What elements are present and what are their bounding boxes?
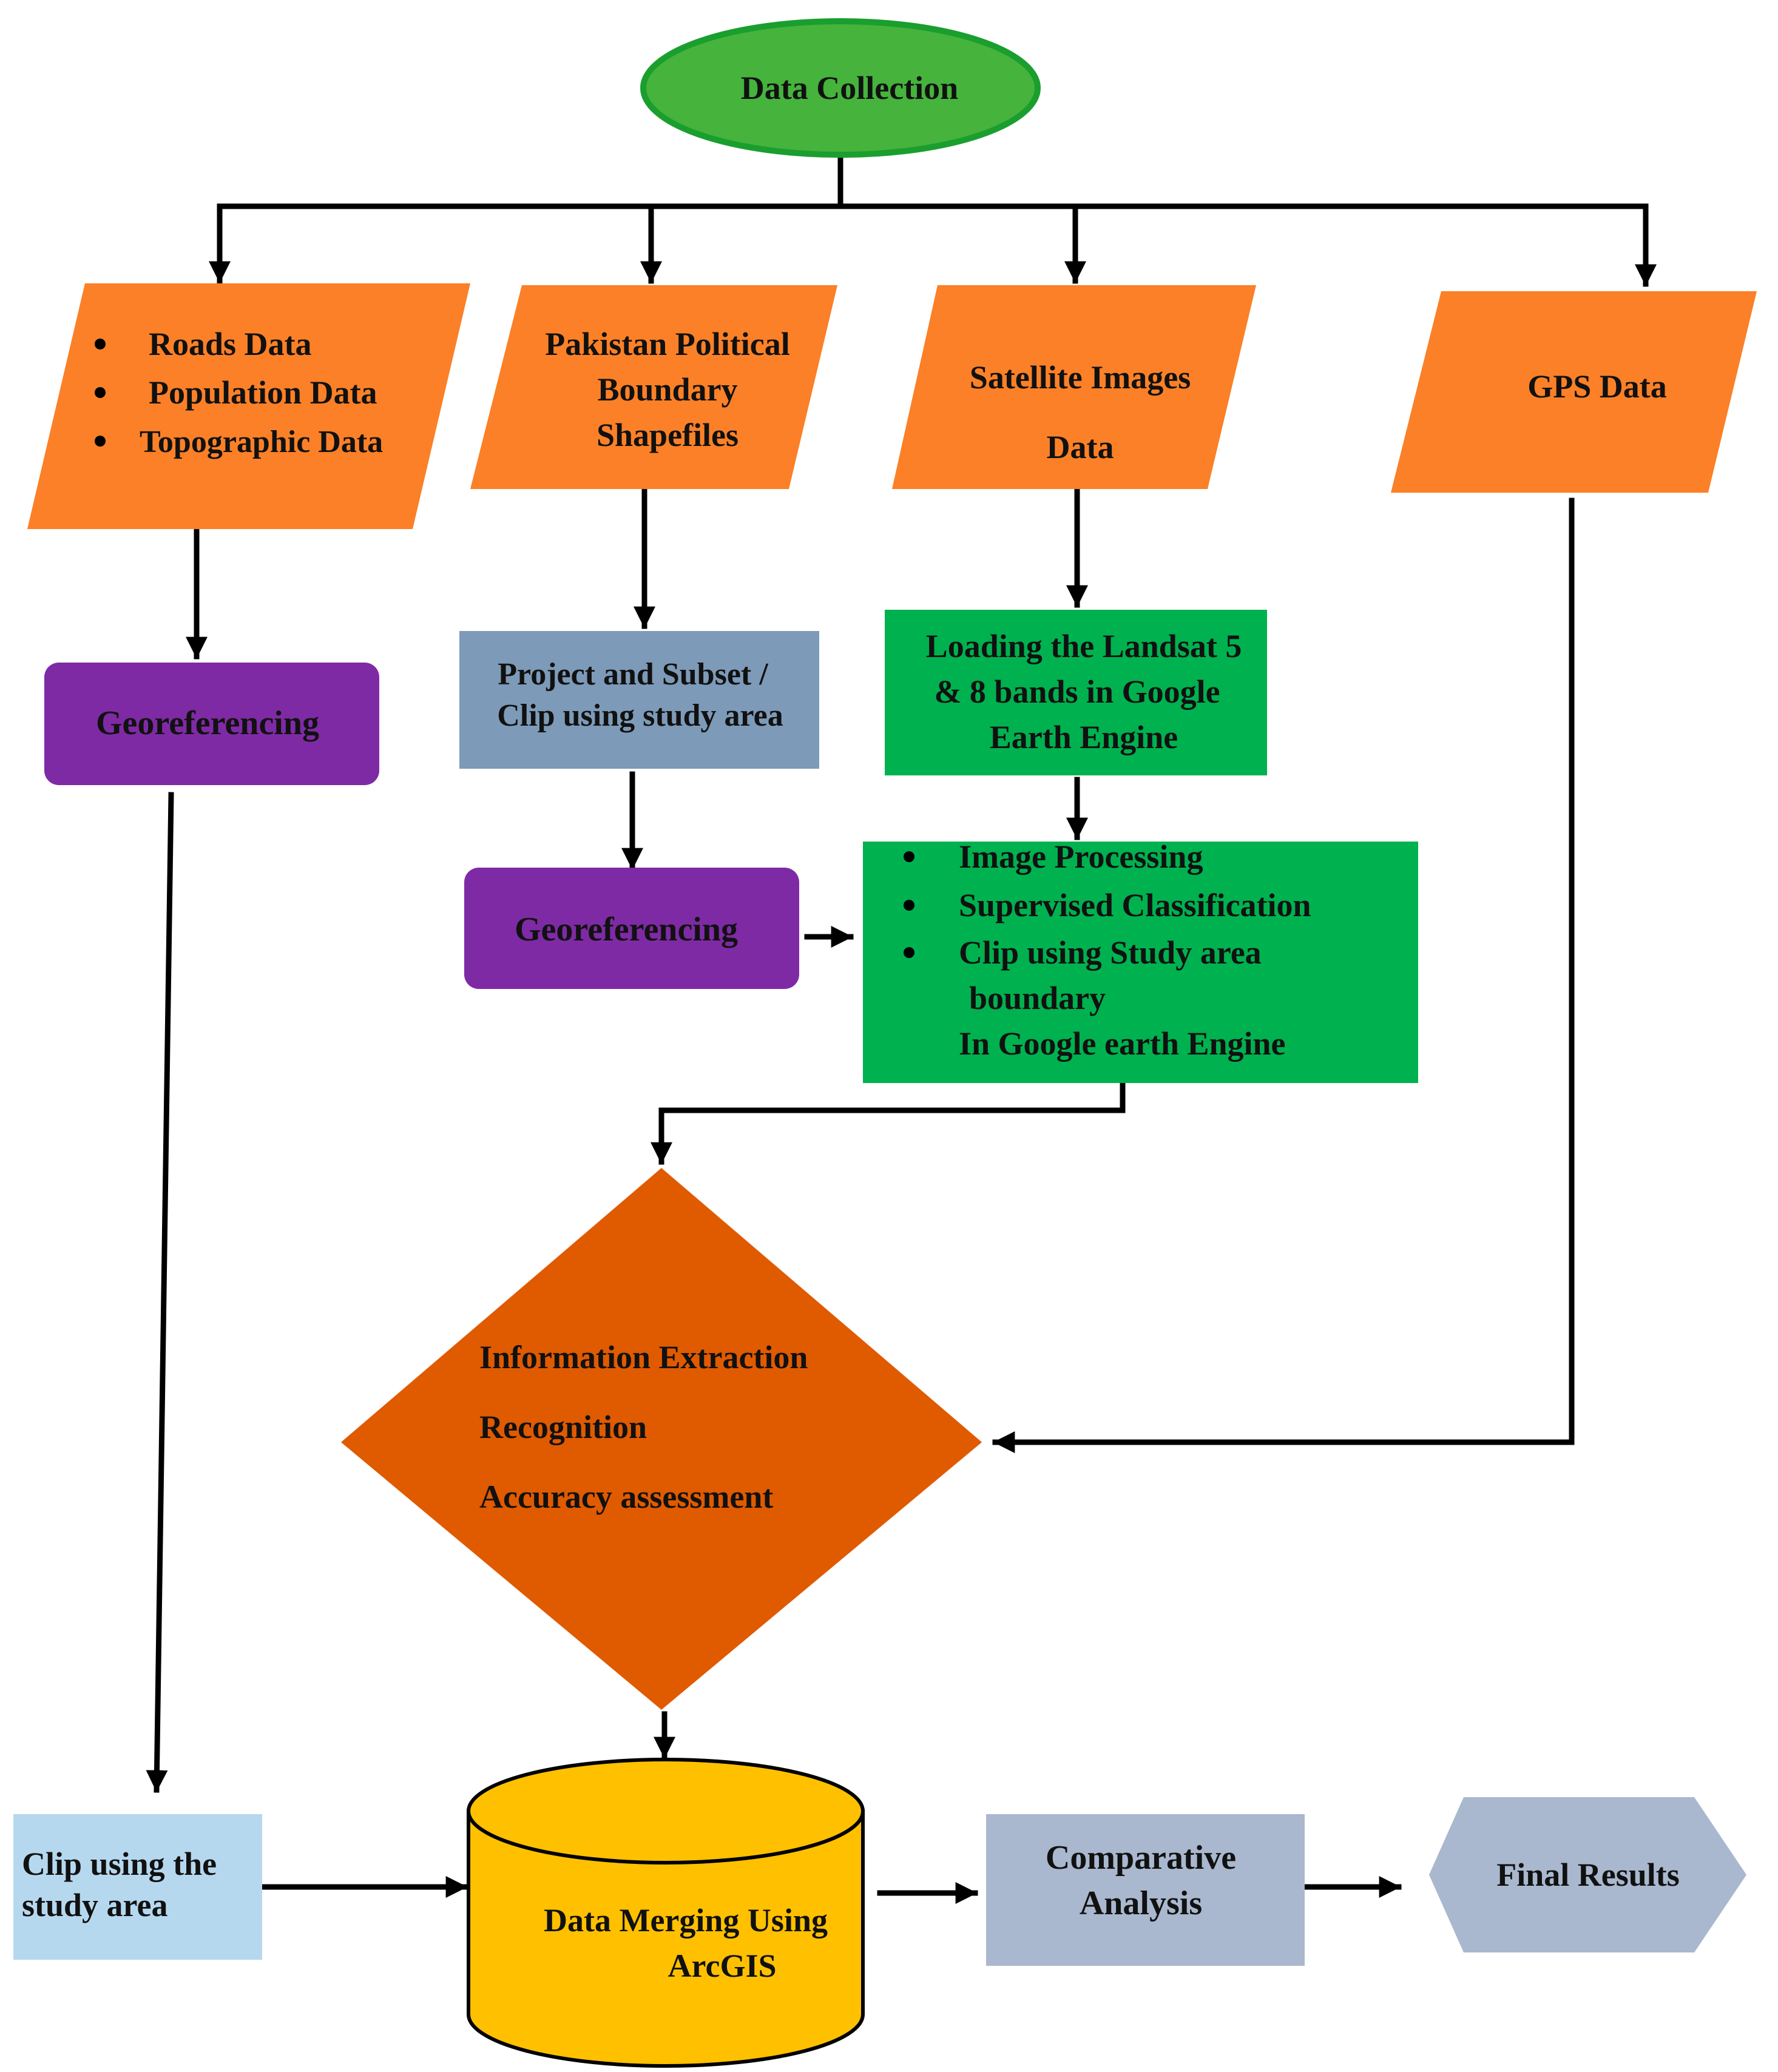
data-merging-line: Data Merging Using <box>544 1902 828 1939</box>
data-merging-cylinder <box>467 1758 865 2068</box>
data-collection-oval <box>640 18 1041 158</box>
image-processing-item-cont: In Google earth Engine <box>959 1025 1286 1062</box>
bullet-icon <box>95 387 106 398</box>
project-subset-line: Project and Subset / <box>498 657 768 692</box>
roads-data-item: Roads Data <box>149 326 312 362</box>
information-extraction-line: Recognition <box>479 1409 647 1445</box>
landsat-loading-line: Earth Engine <box>990 719 1178 755</box>
data-collection-label: Data Collection <box>741 70 958 106</box>
georeferencing-mid-label: Georeferencing <box>515 911 738 948</box>
clip-study-area-box <box>13 1814 262 1960</box>
connectors <box>146 156 1657 1904</box>
satellite-data-line: Satellite Images <box>970 359 1191 396</box>
pakistan-boundary-line: Shapefiles <box>597 417 739 453</box>
gps-data-parallelogram <box>1391 291 1757 493</box>
roads-data-list: Roads Data Population Data Topographic D… <box>95 326 383 459</box>
information-extraction-line: Information Extraction <box>479 1339 808 1375</box>
data-merging-cylinder-body <box>467 1809 865 2068</box>
data-merging-line: ArcGIS <box>668 1948 776 1984</box>
project-subset-line: Clip using study area <box>497 698 783 733</box>
bullet-icon <box>95 436 106 447</box>
landsat-loading-box <box>885 610 1267 775</box>
comparative-analysis-box <box>986 1814 1305 1966</box>
satellite-data-parallelogram <box>892 285 1256 489</box>
landsat-loading-line: & 8 bands in Google <box>934 673 1220 710</box>
pakistan-boundary-line: Pakistan Political <box>545 326 790 362</box>
roads-data-parallelogram <box>27 283 470 529</box>
gps-data-label: GPS Data <box>1527 368 1667 405</box>
arrow-gps-to-extraction <box>992 498 1575 1453</box>
comparative-analysis-line: Comparative <box>1046 1839 1236 1877</box>
data-merging-cylinder-top <box>467 1758 865 1864</box>
landsat-loading-line: Loading the Landsat 5 <box>926 628 1242 664</box>
information-extraction-line: Accuracy assessment <box>479 1479 773 1515</box>
final-results-label: Final Results <box>1496 1857 1680 1893</box>
clip-study-area-line: study area <box>22 1887 168 1923</box>
image-processing-list: Image Processing Supervised Classificati… <box>904 839 1311 1062</box>
bullet-icon <box>904 947 914 958</box>
arrow-processing-to-extraction <box>651 1081 1126 1165</box>
bullet-icon <box>95 339 106 349</box>
georeferencing-left-label: Georeferencing <box>96 704 319 742</box>
satellite-data-line: Data <box>1047 429 1114 465</box>
image-processing-item: Clip using Study area <box>959 934 1262 971</box>
comparative-analysis-line: Analysis <box>1080 1885 1202 1922</box>
roads-data-item: Topographic Data <box>140 425 383 459</box>
georeferencing-mid-box <box>464 868 799 989</box>
information-extraction-diamond <box>341 1168 982 1710</box>
bullet-icon <box>904 900 914 911</box>
georeferencing-left-box <box>44 663 379 785</box>
image-processing-item: Image Processing <box>959 839 1203 875</box>
project-subset-box <box>459 631 819 769</box>
arrow-georef-to-clip <box>146 792 174 1793</box>
pakistan-boundary-parallelogram <box>470 285 837 489</box>
clip-study-area-line: Clip using the <box>22 1846 217 1882</box>
image-processing-item: Supervised Classification <box>959 887 1311 923</box>
final-results-hexagon <box>1429 1797 1746 1952</box>
image-processing-item-cont: boundary <box>969 980 1106 1016</box>
image-processing-box <box>863 842 1418 1083</box>
bullet-icon <box>904 851 914 862</box>
pakistan-boundary-line: Boundary <box>597 371 737 408</box>
roads-data-item: Population Data <box>149 374 377 411</box>
